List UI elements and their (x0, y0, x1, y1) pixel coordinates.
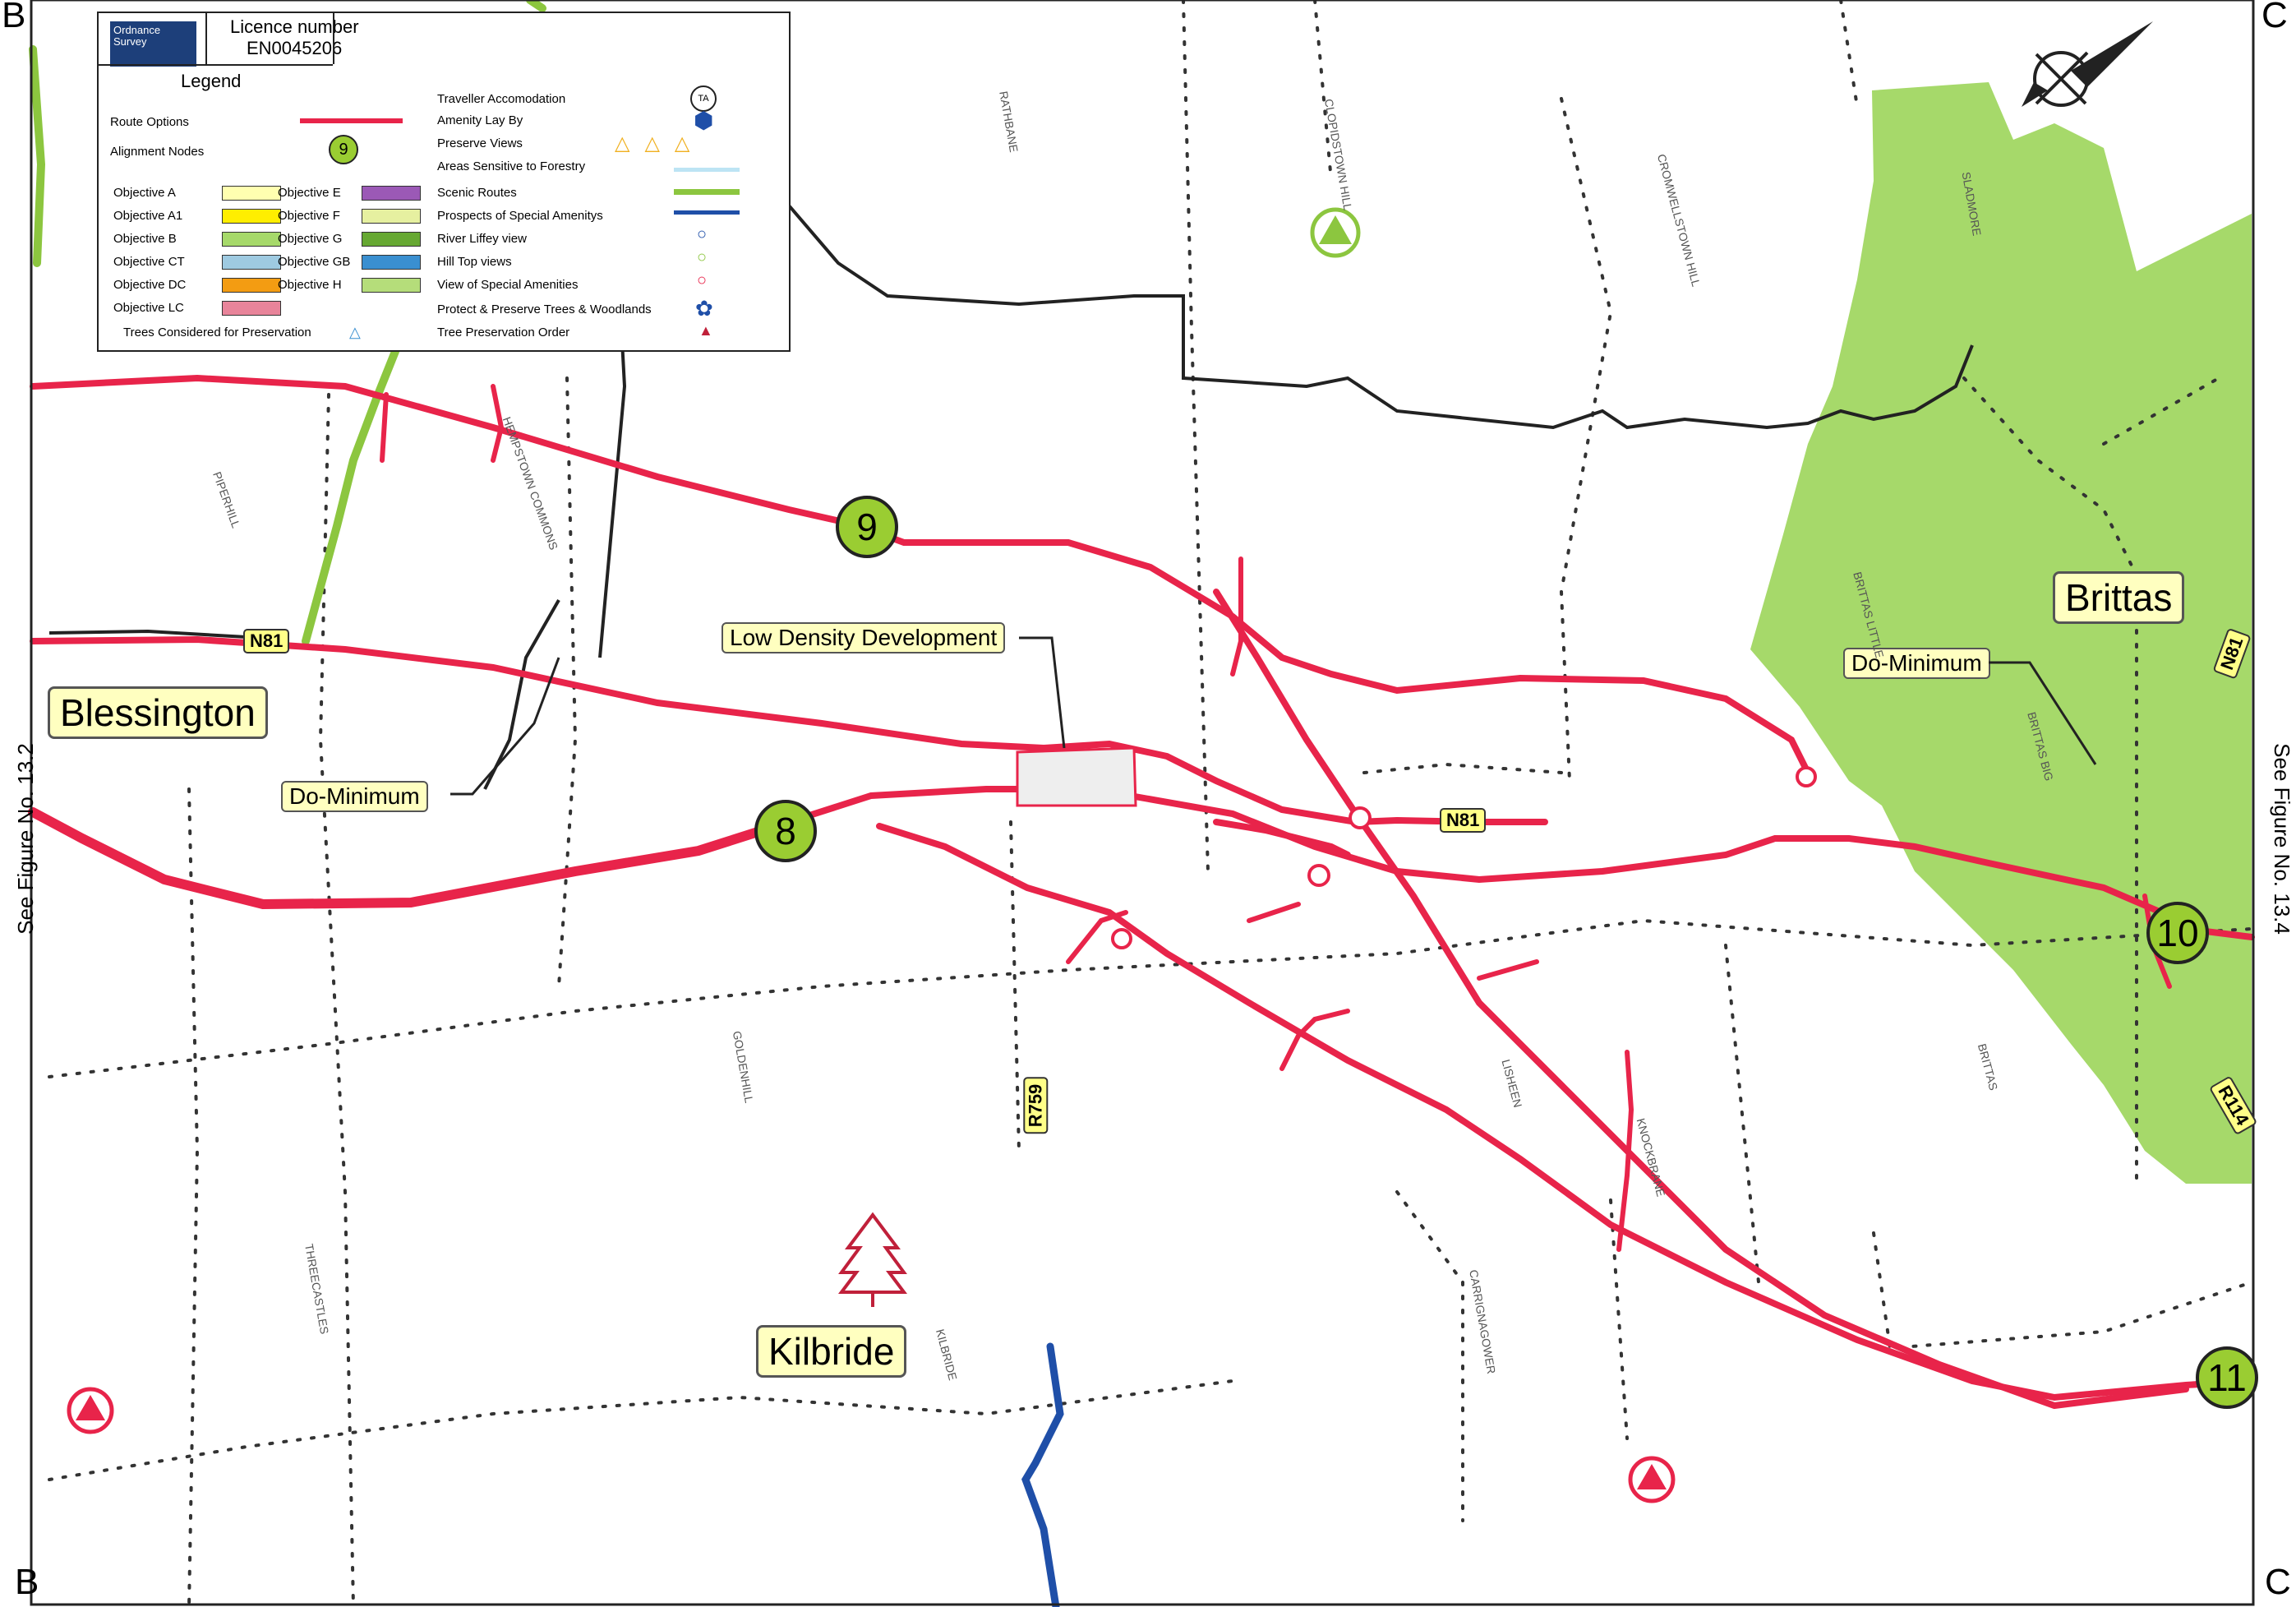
legend-scenic-routes: Scenic Routes (437, 186, 517, 200)
legend-amenity-lay-by-icon: ⬢ (694, 108, 714, 133)
legend-preserve-views: Preserve Views (437, 136, 523, 150)
objective-b-area (1750, 82, 2252, 1184)
note-do-minimum-right: Do-Minimum (1843, 648, 1990, 679)
legend-forestry-swatch (674, 168, 740, 172)
licence-label: Licence number (230, 16, 359, 37)
legend-objective-gb: Objective GB (278, 255, 351, 269)
legend-objective-b-swatch (222, 232, 281, 247)
roundabouts (1111, 766, 1817, 949)
alignment-node-8: 8 (754, 800, 817, 862)
tree-preservation-symbol (838, 1212, 907, 1307)
side-label-right: See Figure No. 13.4 (2269, 743, 2294, 935)
alignment-node-11: 11 (2196, 1346, 2258, 1409)
legend-divider (99, 64, 333, 66)
legend-objective-dc: Objective DC (113, 278, 187, 292)
legend-trees-woodlands: Protect & Preserve Trees & Woodlands (437, 302, 652, 316)
road-label-n81-centre: N81 (1440, 808, 1487, 833)
alignment-node-10: 10 (2146, 902, 2209, 964)
legend-objective-g: Objective G (278, 232, 343, 246)
legend-objective-a1-swatch (222, 209, 281, 224)
legend-prospects: Prospects of Special Amenitys (437, 209, 603, 223)
legend-title: Legend (181, 71, 242, 91)
legend-objective-gb-swatch (362, 255, 421, 270)
place-kilbride: Kilbride (756, 1325, 907, 1378)
side-label-left: See Figure No. 13.2 (12, 743, 38, 935)
legend-objective-e: Objective E (278, 186, 341, 200)
legend-hill-top-icon: ○ (697, 248, 708, 266)
legend-objective-a1: Objective A1 (113, 209, 183, 223)
legend-objective-ct-swatch (222, 255, 281, 270)
legend-objective-ct: Objective CT (113, 255, 185, 269)
legend-divider-v2 (333, 13, 334, 64)
ordnance-survey-logo: Ordnance Survey (110, 21, 196, 67)
legend-route-swatch (300, 118, 403, 123)
legend-divider-v (205, 13, 207, 64)
legend-river-liffey: River Liffey view (437, 232, 527, 246)
legend-preserve-views-icon: △△△ (615, 132, 705, 155)
legend-tpo-icon: ▲ (698, 322, 713, 339)
legend-forestry: Areas Sensitive to Forestry (437, 159, 586, 173)
legend-alignment-nodes: Alignment Nodes (110, 145, 205, 159)
legend-objective-g-swatch (362, 232, 421, 247)
legend-tpo: Tree Preservation Order (437, 326, 570, 339)
legend-objective-a: Objective A (113, 186, 176, 200)
legend-traveller-accomodation: Traveller Accomodation (437, 92, 566, 106)
hill-top-view-symbol (1310, 207, 1361, 258)
legend-amenity-lay-by: Amenity Lay By (437, 113, 523, 127)
legend-river-liffey-icon: ○ (697, 225, 708, 243)
alignment-node-9: 9 (836, 496, 898, 558)
legend-trees-woodlands-icon: ✿ (695, 296, 713, 321)
legend-objective-h: Objective H (278, 278, 342, 292)
corner-top-left: B (2, 0, 26, 35)
map-legend: Ordnance Survey Licence number EN0045206… (97, 12, 791, 352)
north-arrow-icon (2022, 21, 2153, 107)
route-options (28, 374, 2255, 1410)
legend-prospects-swatch (674, 210, 740, 215)
special-amenity-view-symbol-right (1628, 1456, 1676, 1503)
river-liffey (1021, 1342, 1064, 1607)
special-amenity-view-symbol-left (67, 1387, 114, 1434)
low-density-area (1016, 746, 1137, 807)
legend-objective-f: Objective F (278, 209, 340, 223)
road-label-n81-west: N81 (243, 629, 290, 653)
legend-objective-lc-swatch (222, 301, 281, 316)
legend-ta-icon: TA (690, 85, 717, 112)
corner-top-right: C (2261, 0, 2288, 35)
note-do-minimum-left: Do-Minimum (281, 781, 428, 812)
legend-hill-top: Hill Top views (437, 255, 512, 269)
legend-objective-a-swatch (222, 186, 281, 201)
legend-objective-b: Objective B (113, 232, 177, 246)
legend-objective-lc: Objective LC (113, 301, 184, 315)
legend-trees-considered-icon: △ (349, 324, 361, 340)
legend-trees-considered: Trees Considered for Preservation (123, 326, 311, 339)
legend-route-options: Route Options (110, 115, 189, 129)
townland-boundaries (48, 0, 2253, 1607)
legend-objective-f-swatch (362, 209, 421, 224)
licence-number: EN0045206 (247, 38, 343, 58)
legend-special-amenities: View of Special Amenities (437, 278, 579, 292)
legend-node-icon: 9 (329, 135, 358, 164)
place-brittas: Brittas (2053, 571, 2185, 624)
legend-special-amenities-icon: ○ (697, 271, 708, 289)
note-low-density-development: Low Density Development (722, 622, 1006, 653)
map-frame (30, 0, 2255, 1606)
place-blessington: Blessington (48, 686, 268, 739)
corner-bottom-left: B (15, 1562, 39, 1602)
legend-scenic-swatch (674, 189, 740, 195)
legend-objective-e-swatch (362, 186, 421, 201)
legend-objective-dc-swatch (222, 278, 281, 293)
corner-bottom-right: C (2265, 1562, 2291, 1602)
legend-objective-h-swatch (362, 278, 421, 293)
road-label-r759: R759 (1023, 1077, 1049, 1134)
